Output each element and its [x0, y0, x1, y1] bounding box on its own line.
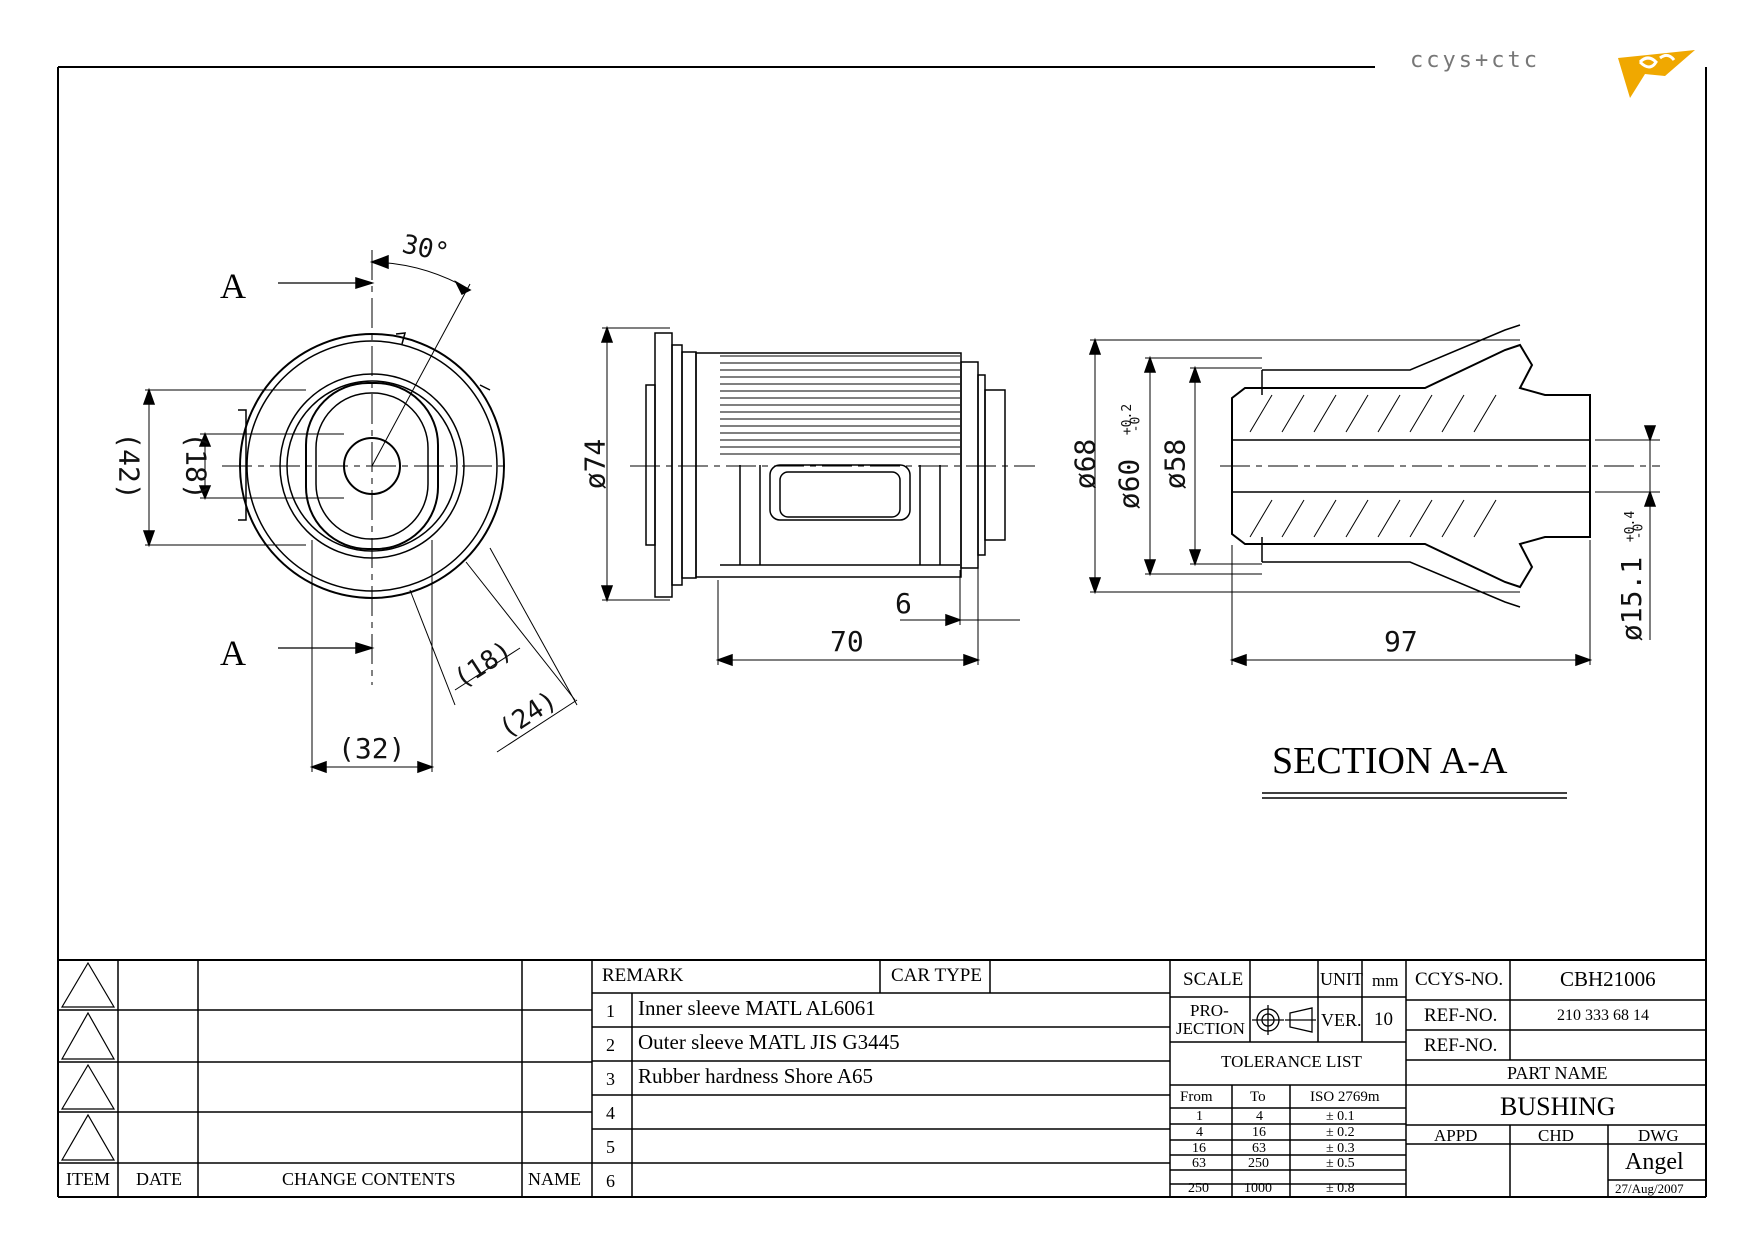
tol-to-3: 63: [1252, 1141, 1266, 1156]
dim-32: (32): [338, 732, 406, 765]
tolerance-title: TOLERANCE LIST: [1221, 1052, 1362, 1071]
remark-no-3: 3: [606, 1069, 615, 1089]
header-item: ITEM: [66, 1169, 110, 1189]
dim-58: ø58: [1158, 438, 1192, 490]
dim-68: ø68: [1068, 438, 1102, 490]
dim-42: (42): [112, 432, 146, 500]
table-grid: [58, 960, 1706, 1197]
projection-label-2: JECTION: [1176, 1019, 1245, 1038]
dim-70: 70: [830, 625, 864, 658]
tol-value-5: ± 0.8: [1326, 1181, 1355, 1196]
tol-to-5: 1000: [1244, 1181, 1272, 1196]
header-change-contents: CHANGE CONTENTS: [282, 1169, 456, 1189]
tol-header-to: To: [1250, 1089, 1266, 1105]
tol-header-from: From: [1180, 1089, 1213, 1105]
remark-text-3: Rubber hardness Shore A65: [638, 1064, 874, 1088]
tol-value-1: ± 0.1: [1326, 1109, 1355, 1124]
dim-15-1-tol-lo: -0: [1631, 523, 1647, 540]
ver-label: VER.: [1321, 1010, 1362, 1030]
section-marker-top: A: [220, 266, 246, 306]
remark-text-1: Inner sleeve MATL AL6061: [638, 996, 876, 1020]
remark-no-1: 1: [606, 1001, 615, 1021]
remark-no-4: 4: [606, 1103, 615, 1123]
dim-6: 6: [895, 587, 912, 620]
remark-no-2: 2: [606, 1035, 615, 1055]
end-view: [142, 250, 578, 774]
chd-label: CHD: [1538, 1126, 1574, 1145]
tol-to-1: 4: [1256, 1109, 1263, 1124]
projection-symbol-icon: [1252, 1005, 1316, 1035]
projection-label-1: PRO-: [1190, 1001, 1229, 1020]
tol-value-4: ± 0.5: [1326, 1156, 1355, 1171]
unit-label: UNIT: [1320, 969, 1363, 989]
remark-text-2: Outer sleeve MATL JIS G3445: [638, 1030, 900, 1054]
dim-60-tol-lo: -0: [1128, 416, 1144, 433]
unit-value: mm: [1372, 971, 1399, 990]
ccys-no-label: CCYS-NO.: [1415, 969, 1504, 990]
section-marker-bottom: A: [220, 633, 246, 673]
tol-value-2: ± 0.2: [1326, 1125, 1355, 1140]
side-view: [600, 325, 1035, 667]
header-name: NAME: [528, 1169, 581, 1189]
header-date: DATE: [136, 1169, 182, 1189]
ref-no-label: REF-NO.: [1424, 1005, 1498, 1026]
tol-to-4: 250: [1248, 1156, 1269, 1171]
dim-18: (18): [179, 432, 213, 500]
dim-74: ø74: [578, 438, 612, 490]
tol-from-5: 250: [1188, 1181, 1209, 1196]
scale-label: SCALE: [1183, 969, 1244, 990]
drawing-date: 27/Aug/2007: [1615, 1181, 1684, 1196]
tol-from-3: 16: [1192, 1141, 1206, 1156]
part-name-label: PART NAME: [1507, 1063, 1608, 1083]
company-logo: ccys+ctc: [1410, 48, 1540, 73]
logo-mark-icon: [1618, 50, 1695, 98]
ref-no-2-label: REF-NO.: [1424, 1035, 1498, 1056]
tol-header-iso: ISO 2769m: [1310, 1089, 1380, 1105]
tol-from-2: 4: [1196, 1125, 1203, 1140]
tol-from-4: 63: [1192, 1156, 1206, 1171]
tol-value-3: ± 0.3: [1326, 1141, 1355, 1156]
ccys-no-value: CBH21006: [1560, 967, 1656, 991]
ref-no-value: 210 333 68 14: [1557, 1007, 1649, 1024]
dim-15-1: ø15.1: [1615, 556, 1649, 642]
section-title: SECTION A-A: [1272, 740, 1508, 782]
frame: [57, 66, 1707, 1198]
tol-to-2: 16: [1252, 1125, 1266, 1140]
drawn-by: Angel: [1625, 1149, 1684, 1175]
dim-60: ø60: [1112, 458, 1146, 510]
appd-label: APPD: [1434, 1126, 1478, 1145]
remark-no-5: 5: [606, 1137, 615, 1157]
part-name-value: BUSHING: [1500, 1092, 1616, 1121]
remark-no-6: 6: [606, 1171, 615, 1191]
car-type-label: CAR TYPE: [891, 965, 982, 986]
ver-value: 10: [1374, 1009, 1393, 1030]
remark-label: REMARK: [602, 965, 684, 986]
section-view: [1088, 324, 1660, 799]
tol-from-1: 1: [1196, 1109, 1203, 1124]
dwg-label: DWG: [1638, 1126, 1679, 1145]
dim-97: 97: [1384, 625, 1418, 658]
